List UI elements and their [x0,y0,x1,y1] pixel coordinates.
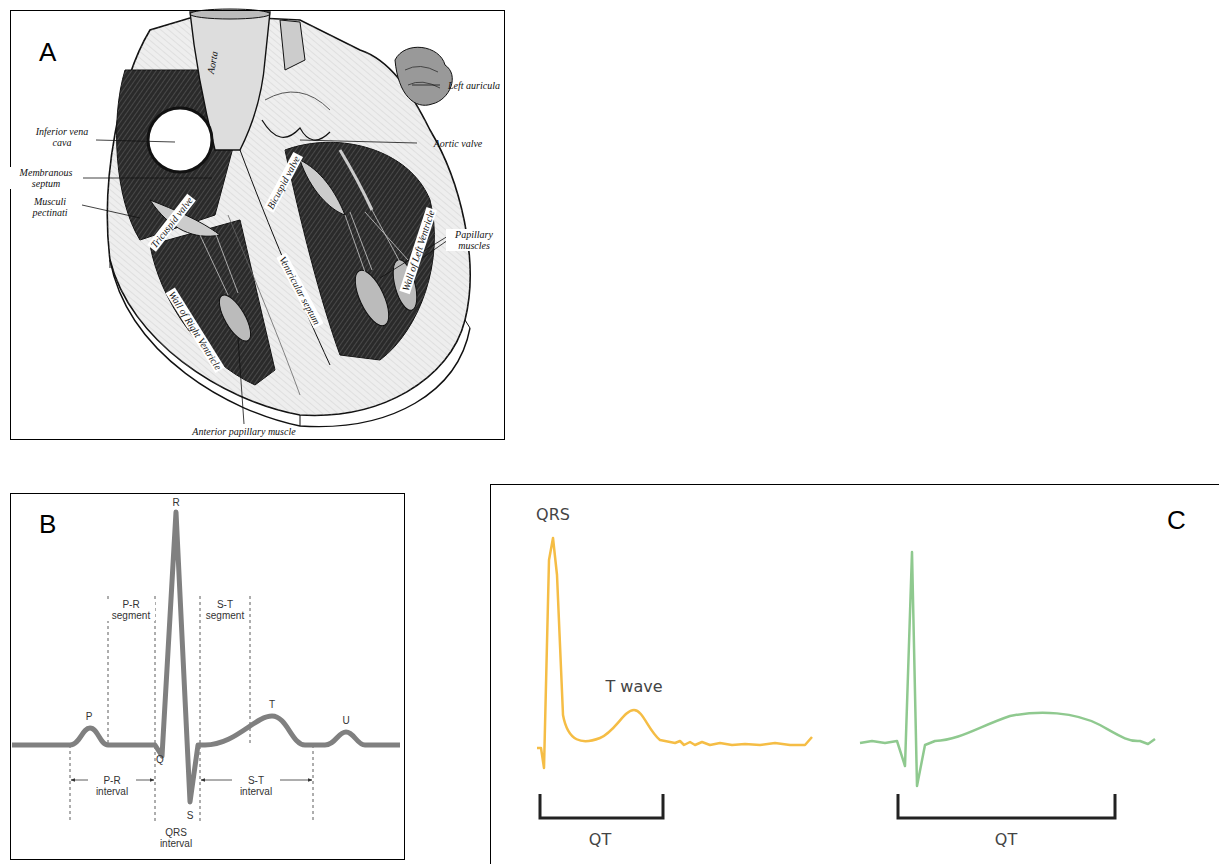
panel-letter: B [39,511,56,537]
ecg-label: QRS interval [149,827,203,849]
drawing-stroke [148,108,212,172]
leader-lines [82,85,448,424]
anatomy-label: Papillary muscles [446,229,502,251]
drawing-stroke [238,338,244,424]
anatomy-label: Aortic valve [432,138,485,149]
drawing-stroke [150,220,275,385]
anatomy-label: Musculi pectinati [19,196,81,218]
anatomy-label: Wall of Right Ventricle [165,287,224,373]
drawing-stroke [300,140,417,143]
drawing-stroke [313,745,314,822]
trace-label: QT [993,831,1019,849]
drawing-stroke [200,232,238,295]
anatomy-label: Tricuspid valve [148,193,197,251]
ecg-label: P-R segment [107,599,155,621]
drawing-stroke [200,596,201,822]
drawing-stroke [395,47,452,105]
ecg-label: U [340,715,351,726]
figure-panel: C [490,484,1219,864]
qt-bracket [540,794,663,818]
panel-letter: C [1167,507,1186,533]
anatomy-label: Left auricula [446,80,502,91]
drawing-stroke [262,120,330,140]
qt-comparison [537,538,1155,818]
drawing-stroke [265,92,330,110]
anatomy-label: Inferior vena cava [29,126,95,148]
qt-bracket [898,794,1115,818]
drawing-stroke [280,20,305,70]
drawing-stroke [155,596,156,822]
ecg-trace [12,512,400,802]
drawing-stroke [300,160,345,215]
long-qt-trace [860,552,1155,786]
ecg-interval-arrows [71,604,312,780]
drawing-stroke [150,220,275,385]
drawing-stroke [107,15,470,415]
ecg-diagram [12,512,400,822]
panel-letter: A [39,39,56,65]
ecg-label: T [267,699,277,710]
drawing-stroke [82,205,140,218]
trace-label: T wave [603,678,664,696]
drawing-stroke [345,210,408,272]
anatomy-label: Membranous septum [9,167,83,189]
anatomy-label: Anterior papillary muscle [190,426,297,437]
drawing-stroke [82,178,212,179]
drawing-stroke [412,85,440,86]
drawing-stroke [405,66,440,88]
trace-label: QT [587,831,613,849]
ecg-label: P [84,711,95,722]
ecg-label: R [170,497,181,508]
figure-panel: B [10,493,405,860]
drawing-stroke [340,150,372,210]
drawing-stroke [107,15,470,415]
anatomy-label: Aorta [204,48,219,76]
anatomy-label: Bicuspid valve [263,152,302,212]
drawing-stroke [250,596,251,745]
ecg-label: S [185,810,196,821]
ecg-label: S-T interval [232,775,280,797]
ecg-label: P-R interval [88,775,136,797]
drawing-stroke [348,266,395,331]
anatomy-label: Ventricular septum [276,252,323,328]
heart-illustration [82,9,470,427]
ecg-label: S-T segment [201,599,249,621]
anatomy-label: Wall of Left Ventricle [399,206,437,293]
drawing-stroke [213,290,256,345]
ecg-label: Q [154,754,166,765]
drawing-stroke [70,745,71,822]
drawing-stroke [96,140,175,142]
trace-label: QRS [534,506,572,524]
short-qt-trace [537,538,812,768]
